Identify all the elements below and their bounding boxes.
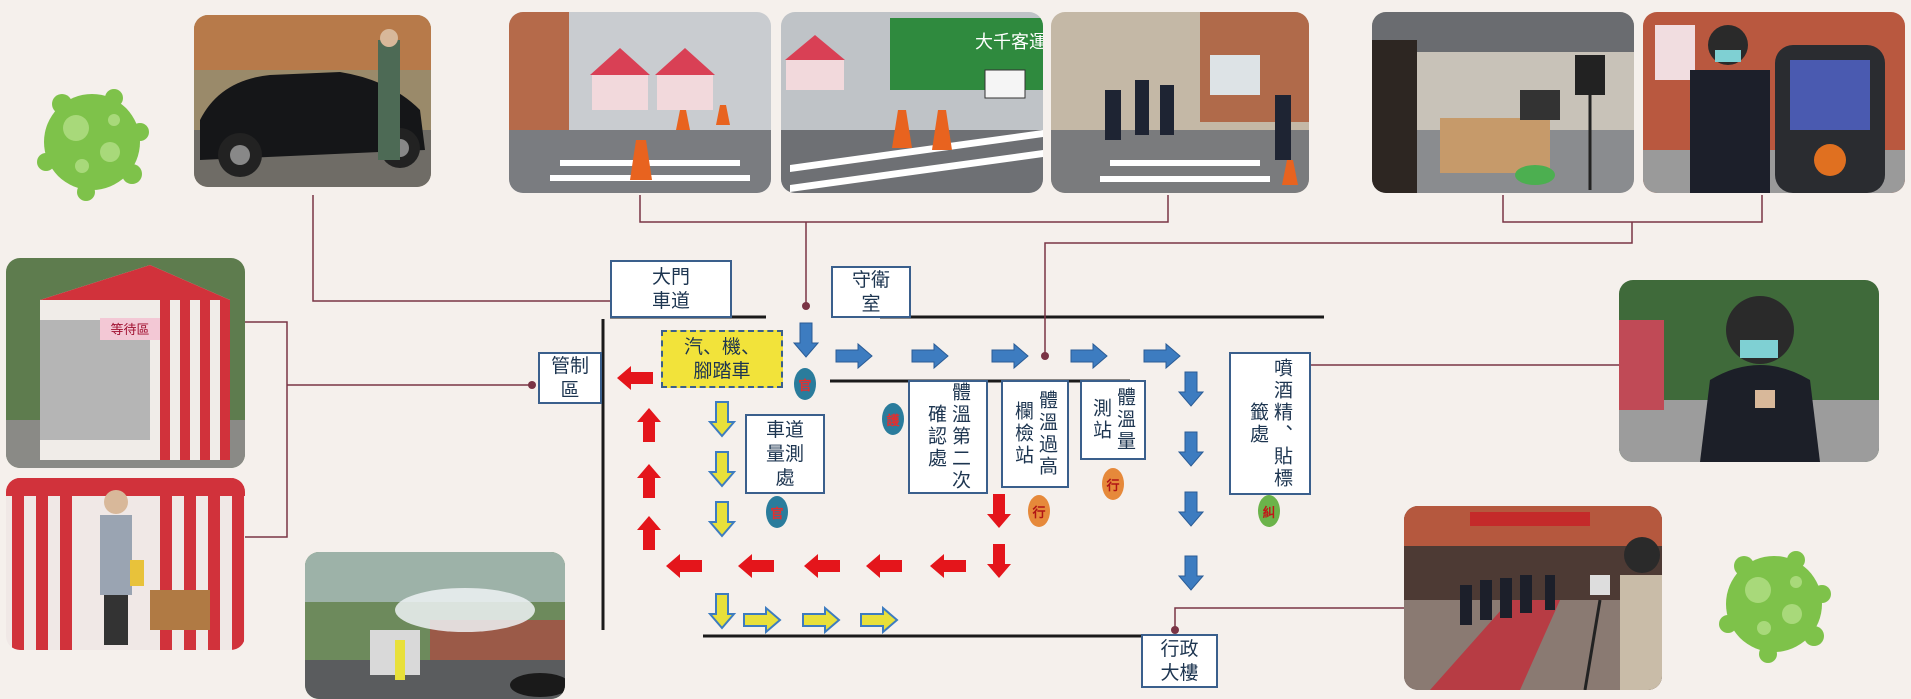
bus-sign-text: 大千客運 [975,32,1047,53]
virus-decoration-right [1719,551,1831,663]
label-gate-driveway: 大門 車道 [610,260,732,318]
photo-disinfect-tent [6,478,245,650]
photo-student-spray [1619,280,1879,462]
label-temp-high-check: 體溫過高欄檢站 [1001,380,1069,488]
label-temp-measure-station: 體溫量測站 [1080,380,1146,460]
label-temp-second-confirm: 體溫第二次確認處 [908,380,988,494]
badge-discipline: 糾 [1258,495,1280,527]
leader-dots [528,297,1276,634]
photo-student-thermal [1643,12,1905,193]
label-vehicles: 汽、機、 腳踏車 [661,330,783,388]
photo-admin-line [1404,506,1662,690]
virus-decoration-left [37,89,149,201]
photo-car-check [194,15,431,187]
photo-entrance-tents [509,12,771,193]
badge-official-1: 官 [794,368,816,400]
photo-guard-booth [1051,12,1309,193]
badge-admin-1: 行 [1028,495,1050,527]
photo-bus-cones: 大千客運 [781,12,1047,193]
label-driveway-measure: 車道 量測 處 [745,414,825,494]
label-guard-room: 守衛 室 [831,266,911,318]
label-spray-alcohol: 噴酒精、貼標籤處 [1229,352,1311,495]
photo-spray-truck [305,552,565,699]
photo-thermal-camera [1372,12,1634,193]
badge-admin-2: 行 [1102,468,1124,500]
photo-waiting-tent: 等待區 [6,258,245,468]
waiting-area-sign: 等待區 [110,322,149,338]
label-control-zone: 管制 區 [538,352,602,404]
label-admin-building: 行政 大樓 [1141,634,1218,688]
leader-lines [245,195,1763,630]
badge-guard: 護 [882,403,904,435]
badge-official-2: 官 [766,496,788,528]
